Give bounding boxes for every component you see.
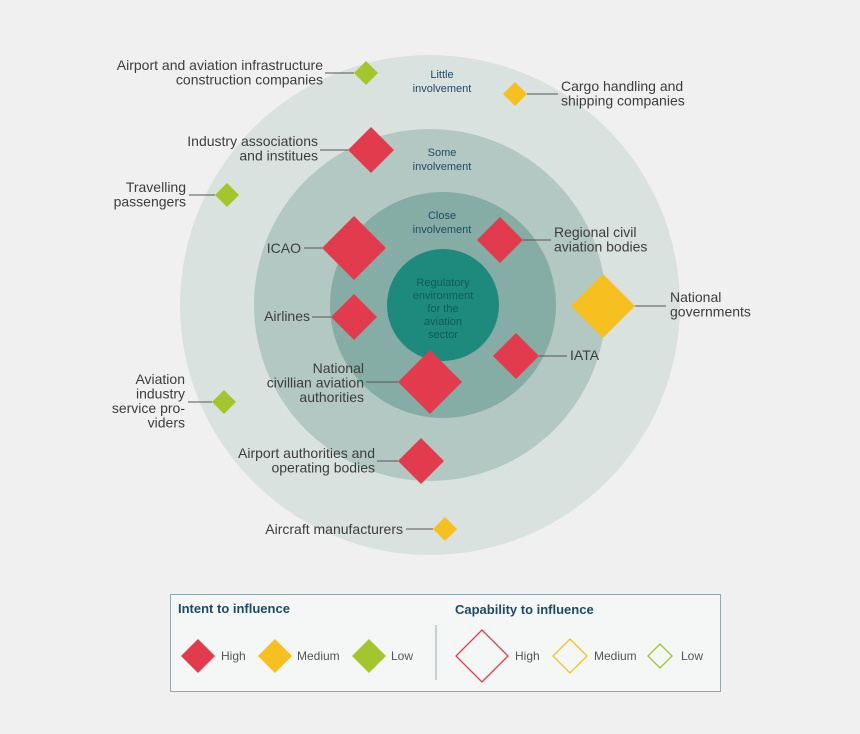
legend: Intent to influence Capability to influe… bbox=[170, 594, 721, 692]
regional-civil-aviation-label-line: Regional civil bbox=[554, 224, 636, 240]
cargo-label-line: Cargo handling and bbox=[561, 78, 683, 94]
national-governments-marker bbox=[571, 274, 635, 338]
ring-label-little-line: Little bbox=[430, 69, 453, 81]
service-providers-label-line: Aviation bbox=[135, 371, 185, 387]
core-label-line: environment bbox=[413, 290, 474, 302]
service-providers-label-line: viders bbox=[148, 415, 185, 431]
national-civil-aviation-label-line: authorities bbox=[299, 389, 364, 405]
ring-label-little-line: involvement bbox=[413, 83, 472, 95]
legend-capability-title: Capability to influence bbox=[455, 602, 594, 617]
industry-associations-label-line: Industry associations bbox=[187, 133, 318, 149]
icao-label-line: ICAO bbox=[267, 240, 301, 256]
legend-capability-medium-marker bbox=[552, 638, 588, 674]
airlines-label-line: Airlines bbox=[264, 308, 310, 324]
travelling-passengers-marker bbox=[215, 183, 239, 207]
core-regulatory-environment bbox=[387, 249, 499, 361]
national-civil-aviation-label-line: civillian aviation bbox=[267, 375, 364, 391]
legend-intent-low-marker bbox=[352, 639, 386, 673]
legend-intent-medium-marker bbox=[258, 639, 292, 673]
iata-label-line: IATA bbox=[570, 347, 600, 363]
infrastructure-marker bbox=[354, 61, 378, 85]
legend-intent-high-marker bbox=[181, 639, 215, 673]
iata-label: IATA bbox=[570, 347, 600, 363]
regional-civil-aviation-label-line: aviation bodies bbox=[554, 239, 647, 255]
airport-authorities-label-line: Airport authorities and bbox=[238, 445, 375, 461]
legend-intent-high-label: High bbox=[221, 649, 246, 663]
legend-capability-low-label: Low bbox=[681, 649, 703, 663]
service-providers-label-line: service pro- bbox=[112, 400, 185, 416]
iata-marker bbox=[493, 333, 539, 379]
infrastructure-label-line: Airport and aviation infrastructure bbox=[117, 57, 323, 73]
core-label-line: for the bbox=[427, 303, 458, 315]
regional-civil-aviation-marker bbox=[477, 217, 523, 263]
ring-label-little: Little involvement bbox=[413, 69, 472, 95]
travelling-passengers-label-line: Travelling bbox=[126, 179, 186, 195]
national-civil-aviation-marker bbox=[398, 350, 462, 414]
industry-associations-label-line: and institues bbox=[239, 148, 318, 164]
industry-associations-marker bbox=[348, 127, 394, 173]
infrastructure-label-line: construction companies bbox=[176, 72, 323, 88]
airlines-marker bbox=[331, 294, 377, 340]
airlines-label: Airlines bbox=[264, 308, 310, 324]
aircraft-manufacturers-label-line: Aircraft manufacturers bbox=[265, 521, 403, 537]
aircraft-manufacturers-label: Aircraft manufacturers bbox=[265, 521, 403, 537]
ring-label-some-line: Some bbox=[428, 147, 457, 159]
legend-capability-low-marker bbox=[647, 643, 673, 669]
legend-intent-medium-label: Medium bbox=[297, 649, 340, 663]
legend-capability-high-label: High bbox=[515, 649, 540, 663]
ring-label-close-line: Close bbox=[428, 210, 456, 222]
legend-box bbox=[170, 594, 721, 692]
ring-label-close-line: involvement bbox=[413, 224, 472, 236]
legend-capability-high-marker bbox=[455, 629, 509, 683]
travelling-passengers-label-line: passengers bbox=[114, 194, 186, 210]
core-label-line: Regulatory bbox=[416, 277, 470, 289]
service-providers-marker bbox=[212, 390, 236, 414]
cargo-marker bbox=[503, 82, 527, 106]
ring-label-some-line: involvement bbox=[413, 161, 472, 173]
service-providers-label-line: industry bbox=[136, 386, 185, 402]
ring-label-close: Close involvement bbox=[413, 210, 472, 236]
national-civil-aviation-label-line: National bbox=[313, 360, 364, 376]
core-label-line: aviation bbox=[424, 316, 462, 328]
core-label-line: sector bbox=[428, 329, 458, 341]
airport-authorities-marker bbox=[398, 438, 444, 484]
ring-label-some: Some involvement bbox=[413, 147, 472, 173]
aircraft-manufacturers-marker bbox=[433, 517, 457, 541]
legend-capability-medium-label: Medium bbox=[594, 649, 637, 663]
national-governments-label-line: governments bbox=[670, 304, 751, 320]
icao-marker bbox=[322, 216, 386, 280]
cargo-label-line: shipping companies bbox=[561, 93, 685, 109]
airport-authorities-label-line: operating bodies bbox=[271, 460, 375, 476]
national-governments-label-line: National bbox=[670, 289, 721, 305]
icao-label: ICAO bbox=[267, 240, 301, 256]
legend-intent-title: Intent to influence bbox=[178, 601, 290, 616]
legend-intent-low-label: Low bbox=[391, 649, 413, 663]
